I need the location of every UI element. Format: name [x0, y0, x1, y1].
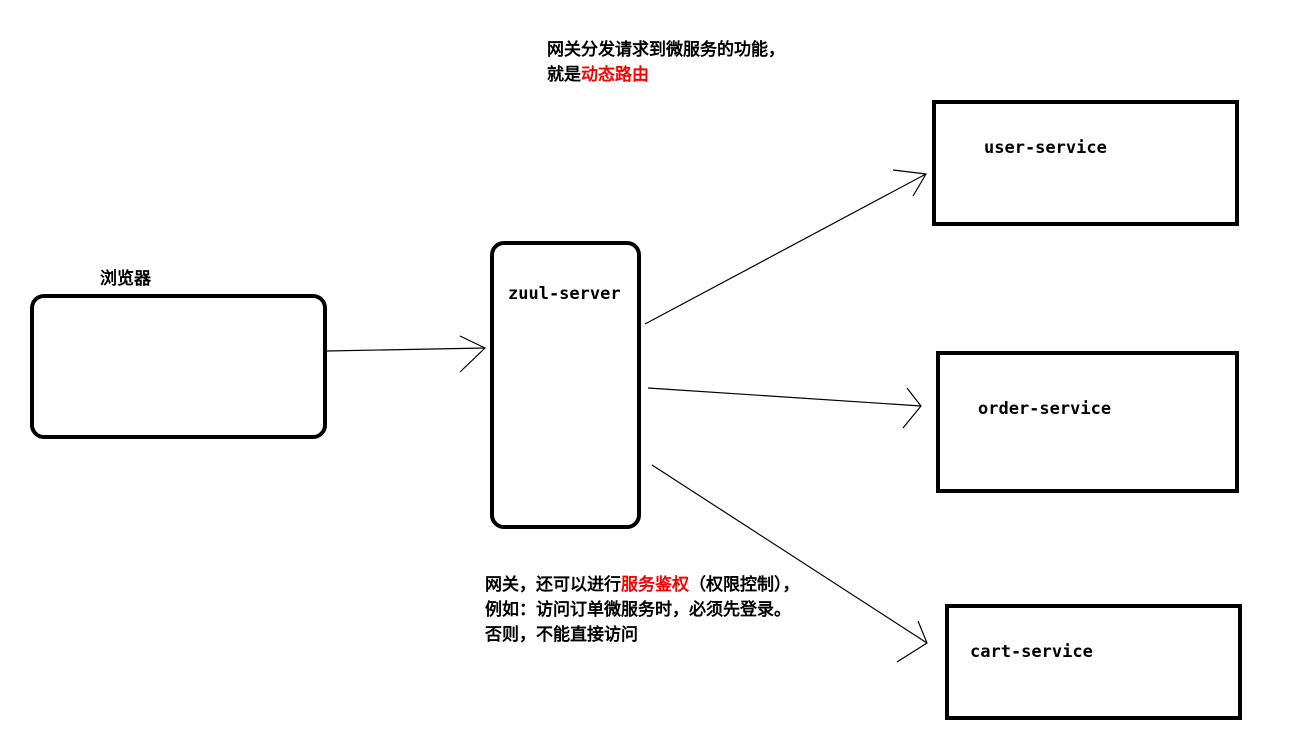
order-service-label: order-service: [978, 399, 1112, 419]
dynamic-routing-note-line1: 网关分发请求到微服务的功能，: [547, 40, 785, 60]
gateway-label: zuul-server: [508, 284, 621, 304]
gateway-node: [490, 241, 641, 529]
dynamic-routing-note-prefix: 就是: [547, 65, 581, 85]
user-service-node: [932, 100, 1239, 226]
service-auth-note-part2: （权限控制），例如：访问订单微服务时，必须先登录。否则，不能直接访问: [485, 575, 800, 645]
arrow-gateway-to-order-service: [647, 387, 922, 429]
arrow-browser-to-gateway: [326, 335, 487, 373]
browser-node: [30, 294, 327, 439]
user-service-label: user-service: [984, 138, 1107, 158]
service-auth-highlight: 服务鉴权: [621, 575, 689, 595]
arrow-gateway-to-cart-service: [651, 464, 928, 663]
dynamic-routing-highlight: 动态路由: [581, 65, 649, 85]
service-auth-note-part1: 网关，还可以进行: [485, 575, 621, 595]
cart-service-label: cart-service: [970, 642, 1093, 662]
dynamic-routing-note: 网关分发请求到微服务的功能， 就是动态路由: [547, 38, 867, 88]
dynamic-routing-note-line2: 就是动态路由: [547, 63, 867, 88]
browser-label: 浏览器: [100, 269, 151, 289]
cart-service-node: [945, 604, 1242, 720]
order-service-node: [936, 351, 1239, 493]
arrow-gateway-to-user-service: [644, 169, 927, 325]
service-auth-note: 网关，还可以进行服务鉴权（权限控制），例如：访问订单微服务时，必须先登录。否则，…: [485, 573, 805, 648]
